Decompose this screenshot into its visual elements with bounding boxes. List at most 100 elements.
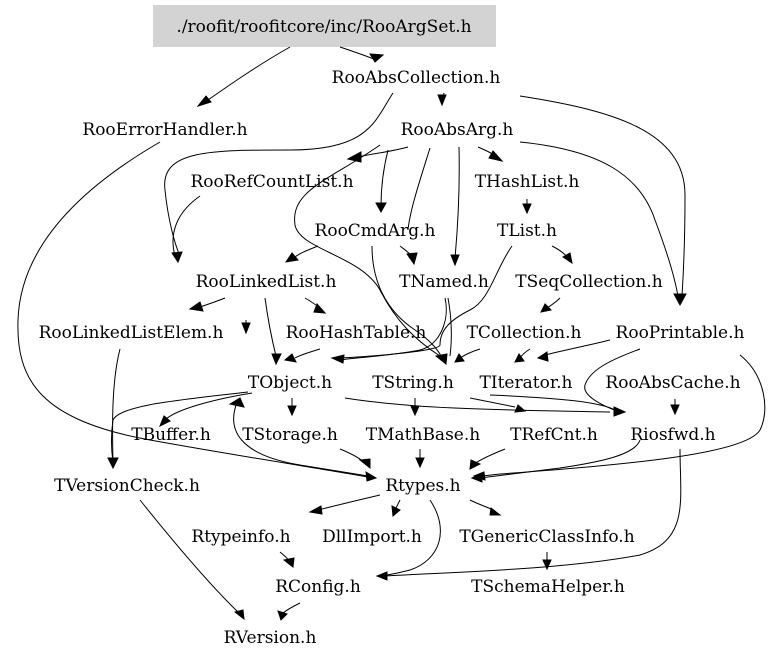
edge-tobject-riosfwd [344,397,611,413]
edges [17,46,766,615]
arrowhead-titerator-a [514,353,525,363]
arrowhead-tschemahelper [542,559,552,571]
edge-roorefcountlist-roolinkedlist [172,195,201,257]
arrowhead-tobject-loop [228,397,245,408]
edge-rooabsarg-roocmdarg [380,149,389,207]
node-tstring[interactable]: TString.h [372,373,454,393]
edge-tobject-rtypes [233,399,369,477]
arrowheads [107,53,687,621]
node-rooabscache[interactable]: RooAbsCache.h [605,373,740,393]
node-rversion[interactable]: RVersion.h [224,628,317,648]
edge-rooabsarg-tstring-a [294,144,441,357]
node-tversioncheck[interactable]: TVersionCheck.h [54,476,200,496]
edge-tnamed-tstring [447,297,452,357]
node-roolinkedlist[interactable]: RooLinkedList.h [196,272,337,292]
node-roohashtable[interactable]: RooHashTable.h [286,323,427,343]
edge-rooabsarg-roorefcountlist [357,146,409,158]
node-tbuffer[interactable]: TBuffer.h [131,425,211,445]
root-node-label: ./roofit/roofitcore/inc/RooArgSet.h [176,17,471,37]
node-rooprintable[interactable]: RooPrintable.h [616,323,745,343]
edge-tversioncheck-rversion [139,499,241,615]
edge-roocmdarg-roolinkedlist [294,245,319,258]
node-tseqcollection[interactable]: TSeqCollection.h [515,272,662,292]
node-rtypes[interactable]: Rtypes.h [385,476,460,496]
arrowhead-tstring-a [434,353,448,365]
node-root[interactable]: ./roofit/roofitcore/inc/RooArgSet.h [153,5,496,47]
node-roorefcountlist[interactable]: RooRefCountList.h [190,172,353,192]
edge-tobject-tversioncheck [110,391,249,463]
arrowhead-tstring-b [454,353,465,363]
arrowhead-rtypes-b [358,458,371,470]
node-thashlist[interactable]: THashList.h [475,172,580,192]
arrowhead-trefcnt [514,404,527,413]
arrowhead-rooprintable [673,293,687,307]
edge-rooabsarg-tobject [407,147,431,231]
arrowhead-tlist [522,203,532,215]
edge-tcollection-tstring [459,348,481,359]
node-titerator[interactable]: TIterator.h [480,373,573,393]
arrowhead-tstorage [287,405,297,417]
edge-root-rooerrorhandler [207,46,291,101]
node-tstorage[interactable]: TStorage.h [242,425,338,445]
node-roolinkedlistelem[interactable]: RooLinkedListElem.h [39,323,224,343]
node-rconfig[interactable]: RConfig.h [275,577,361,597]
arrowhead-riosfwd-b [670,404,680,416]
node-rooabscollection[interactable]: RooAbsCollection.h [332,68,501,88]
edge-rooabscollection-rooprintable [519,95,686,297]
edge-roolinkedlistelem-tversioncheck [112,348,121,463]
edge-rooabsarg-tnamed [454,146,460,259]
edge-rtypes-rconfig [381,499,441,577]
edge-roolinkedlist-roolinkedlistelem [199,297,226,308]
edge-trefcnt-rtypes [473,448,506,465]
arrowhead-rversion-b [277,610,288,621]
edge-rooabsarg-rooprintable [519,141,679,297]
node-roocmdarg[interactable]: RooCmdArg.h [315,221,436,241]
root-node-box [153,5,496,47]
arrowhead-tgenericclassinfo [489,507,502,516]
node-rooerrorhandler[interactable]: RooErrorHandler.h [82,120,247,140]
arrowhead-roolinkedlist-b [284,252,299,263]
edge-riosfwd-rtypes [479,439,641,479]
edge-rooprintable-rtypes [479,354,766,477]
node-tlist[interactable]: TList.h [497,221,557,241]
arrowhead-tnamed-a [450,254,460,267]
node-dllimport[interactable]: DllImport.h [322,527,422,547]
arrowhead-tobject-c [330,354,345,364]
arrowhead-rtypeinfo [308,505,323,515]
edge-tnamed-tobject [339,297,447,361]
node-tmathbase[interactable]: TMathBase.h [366,425,480,445]
arrowhead-rconfig-a [282,557,295,568]
arrowhead-rooerrorhandler [196,95,212,107]
node-tobject[interactable]: TObject.h [248,373,332,393]
arrowhead-tcollection [540,303,553,313]
edge-rooabscollection-roolinkedlist [164,92,394,257]
arrowhead-tmathbase [410,405,420,417]
edge-rooprintable-titerator [544,339,611,356]
nodes: RooAbsCollection.h RooErrorHandler.h Roo… [39,68,745,648]
arrowhead-marker [241,322,251,335]
edge-roocmdarg-tstring [371,245,442,357]
edge-rtypes-rtypeinfo [317,494,381,511]
node-riosfwd[interactable]: Riosfwd.h [630,425,715,445]
arrowhead-roolinkedlistelem [188,301,204,312]
arrowhead-rconfig-b [375,571,388,581]
arrowhead-rtypes-a [365,471,378,482]
edge-roohashtable-tobject [294,348,321,359]
edge-tobject-tbuffer [164,392,253,421]
node-tschemahelper[interactable]: TSchemaHelper.h [471,577,625,597]
node-tnamed[interactable]: TNamed.h [399,272,489,292]
arrowhead-tnamed-b [406,252,418,266]
arrowhead-riosfwd-a [613,406,627,417]
arrowhead-tobject-a [271,353,282,366]
node-rooabsarg[interactable]: RooAbsArg.h [401,120,514,140]
node-tgenericclassinfo[interactable]: TGenericClassInfo.h [459,527,634,547]
edge-rtypes-dllimport [395,499,401,509]
node-rtypeinfo[interactable]: Rtypeinfo.h [191,527,290,547]
node-tcollection[interactable]: TCollection.h [467,323,582,343]
arrowhead-rtypes-d [469,459,482,470]
arrowhead-roolinkedlist-a [171,251,183,264]
node-trefcnt[interactable]: TRefCnt.h [510,425,598,445]
edge-rconfig-rversion [281,602,301,615]
edge-tseqcollection-tcollection [546,297,561,309]
